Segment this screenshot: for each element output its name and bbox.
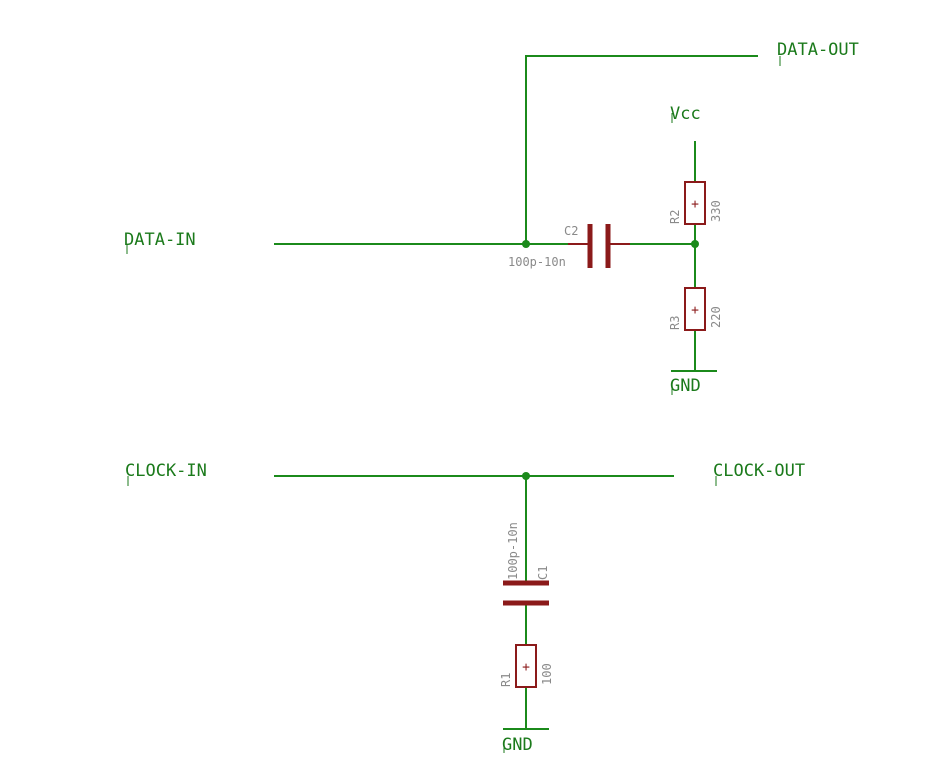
resistor-r3: + R3 220 xyxy=(668,287,723,331)
r2-body xyxy=(684,181,706,225)
r2-value-label: 330 xyxy=(709,200,723,222)
resistor-r2: + R2 330 xyxy=(668,181,723,225)
r3-value-label: 220 xyxy=(709,306,723,328)
c2-value-label: 100p-10n xyxy=(508,255,566,269)
junction-data-in xyxy=(522,240,530,248)
net-label-clock-in: CLOCK-IN xyxy=(125,461,207,481)
data-wires xyxy=(274,55,758,372)
net-label-data-out: DATA-OUT xyxy=(777,40,859,60)
junction-divider xyxy=(691,240,699,248)
c1-value-label: 100p-10n xyxy=(506,522,520,580)
net-label-data-in: DATA-IN xyxy=(124,230,196,250)
net-label-vcc: Vcc xyxy=(670,104,701,124)
r3-name-label: R3 xyxy=(668,316,682,330)
net-label-gnd-top: GND xyxy=(670,376,701,396)
r3-body xyxy=(684,287,706,331)
clock-wires xyxy=(274,472,674,730)
r1-value-label: 100 xyxy=(540,663,554,685)
junction-clock xyxy=(522,472,530,480)
r3-plus-mark: + xyxy=(691,303,699,318)
r1-name-label: R1 xyxy=(499,673,513,687)
c2-name-label: C2 xyxy=(564,224,578,238)
net-label-clock-out: CLOCK-OUT xyxy=(713,461,805,481)
r2-name-label: R2 xyxy=(668,210,682,224)
r1-body xyxy=(515,644,537,688)
resistor-r1: + R1 100 xyxy=(499,644,554,688)
net-label-gnd-bottom: GND xyxy=(502,735,533,755)
r2-plus-mark: + xyxy=(691,197,699,212)
c1-name-label: C1 xyxy=(536,566,550,580)
net-labels: DATA-IN DATA-OUT Vcc GND CLOCK-IN CLOCK-… xyxy=(124,40,859,755)
r1-plus-mark: + xyxy=(522,660,530,675)
capacitor-c2: C2 100p-10n xyxy=(508,224,630,269)
capacitor-c1: C1 100p-10n xyxy=(503,522,550,606)
